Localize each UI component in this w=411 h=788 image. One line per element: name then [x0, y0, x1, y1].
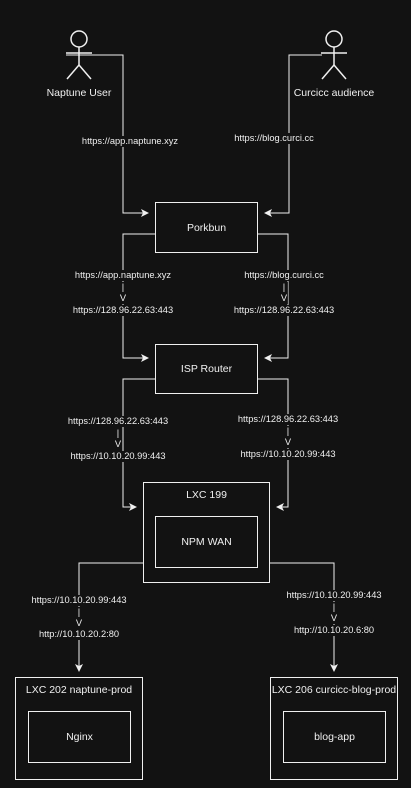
npm-wan-node: NPM WAN — [155, 516, 258, 568]
edge-label-npm-left-line2: http://10.10.20.2:80 — [37, 629, 121, 640]
edge-label-router-left-line2: https://10.10.20.99:443 — [69, 451, 167, 462]
isp-router-node: ISP Router — [155, 344, 258, 394]
edge-label-porkbun-left-line1: https://app.naptune.xyz — [73, 270, 173, 281]
edge-porkbun-to-router-left — [122, 233, 155, 362]
edge-lxc199-to-lxc206 — [270, 562, 338, 672]
edge-label-naptune-user: https://app.naptune.xyz — [80, 136, 180, 147]
edge-label-porkbun-right-line2: https://128.96.22.63:443 — [232, 305, 336, 316]
curcicc-audience-actor-icon — [321, 30, 347, 80]
edge-label-curcicc-audience: https://blog.curci.cc — [233, 133, 315, 144]
edge-label-porkbun-right-line1: https://blog.curci.cc — [243, 270, 325, 281]
blog-app-label: blog-app — [314, 731, 355, 743]
isp-router-label: ISP Router — [180, 363, 233, 375]
edge-label-npm-left-arrow: | V — [74, 607, 84, 629]
edge-label-porkbun-left-arrow: | V — [118, 282, 128, 304]
edge-label-router-left-arrow: | V — [113, 428, 123, 450]
porkbun-label: Porkbun — [186, 221, 227, 234]
edge-label-router-left-line1: https://128.96.22.63:443 — [66, 416, 170, 427]
blog-app-node: blog-app — [283, 711, 386, 763]
edge-label-npm-right-arrow: | V — [329, 602, 339, 624]
nginx-label: Nginx — [66, 731, 93, 743]
edge-label-npm-right-line1: https://10.10.20.99:443 — [285, 590, 383, 601]
edge-label-porkbun-left-line2: https://128.96.22.63:443 — [71, 305, 175, 316]
lxc202-container: LXC 202 naptune-prod Nginx — [15, 677, 143, 780]
nginx-node: Nginx — [28, 711, 131, 763]
edge-label-npm-right-line2: http://10.10.20.6:80 — [292, 625, 376, 636]
lxc199-title: LXC 199 — [186, 489, 227, 501]
edge-label-router-right-line1: https://128.96.22.63:443 — [236, 414, 340, 425]
lxc199-container: LXC 199 NPM WAN — [143, 482, 270, 583]
edge-lxc199-to-lxc202 — [75, 562, 143, 672]
edge-label-npm-left-line1: https://10.10.20.99:443 — [30, 595, 128, 606]
porkbun-node: Porkbun — [155, 202, 258, 253]
edge-label-router-right-arrow: | V — [283, 426, 293, 448]
lxc206-title: LXC 206 curcicc-blog-prod — [271, 684, 397, 696]
edge-router-to-lxc199-left — [122, 378, 155, 511]
naptune-user-label: Naptune User — [46, 87, 112, 99]
lxc202-title: LXC 202 naptune-prod — [25, 684, 133, 696]
edge-label-router-right-line2: https://10.10.20.99:443 — [239, 449, 337, 460]
edge-naptune-user-to-porkbun — [66, 54, 149, 217]
edge-label-porkbun-right-arrow: | V — [279, 282, 289, 304]
curcicc-audience-label: Curcicc audience — [293, 87, 375, 99]
npm-wan-label: NPM WAN — [181, 536, 232, 548]
lxc206-container: LXC 206 curcicc-blog-prod blog-app — [270, 677, 398, 780]
naptune-user-actor-icon — [66, 30, 92, 80]
